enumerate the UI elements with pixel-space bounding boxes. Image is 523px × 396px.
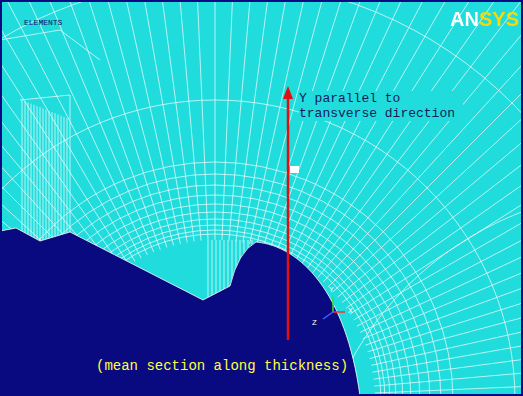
mesh-line: [49, 111, 50, 240]
mesh-line: [328, 2, 521, 287]
mesh-line: [373, 261, 521, 372]
mesh-line: [375, 365, 521, 393]
triad-x: [333, 311, 345, 313]
mesh-line: [2, 2, 141, 258]
mesh-line: [34, 105, 35, 240]
mesh-line: [2, 2, 167, 247]
mesh-line: [250, 2, 389, 244]
mesh-line: [76, 2, 187, 242]
mesh-ring: [2, 174, 441, 394]
triad-z: [323, 312, 333, 319]
mesh-line: [312, 2, 521, 273]
mesh-line: [42, 2, 181, 244]
mesh-line: [208, 240, 209, 300]
mesh-line: [2, 2, 147, 255]
mesh-line: [2, 2, 129, 265]
mesh-line: [31, 104, 32, 240]
mesh-line: [256, 2, 422, 245]
mesh-line: [289, 2, 521, 258]
mesh-line: [8, 2, 174, 245]
mesh-line: [283, 2, 521, 255]
triad-y: [332, 297, 334, 312]
mesh-line: [374, 330, 521, 386]
mesh-line: [368, 159, 521, 351]
mesh-ring: [2, 100, 515, 394]
axis-label: Y: [329, 285, 334, 294]
mesh-line: [37, 106, 38, 240]
mesh-line: [2, 2, 135, 261]
mesh-line: [307, 2, 521, 269]
mesh-line: [2, 2, 154, 252]
mesh-line: [301, 2, 521, 265]
axis-label: Z: [312, 318, 317, 327]
mesh-line: [58, 114, 59, 240]
mesh-line: [55, 113, 56, 240]
logo: ANSYS: [450, 8, 519, 31]
annotation: Y parallel to transverse direction: [299, 91, 463, 121]
mesh-line: [363, 94, 521, 339]
direction-arrow: [287, 98, 290, 340]
mesh-line: [342, 2, 521, 303]
selected-element: [290, 166, 299, 173]
mesh-line: [354, 2, 521, 320]
mesh-line: [61, 116, 62, 240]
mesh-line: [2, 2, 160, 250]
part-edge: [2, 30, 100, 232]
mesh-line: [333, 2, 521, 292]
section-note: (mean section along thickness): [96, 358, 348, 374]
mesh-line: [28, 102, 29, 240]
mesh-line: [64, 117, 65, 240]
mesh-line: [67, 118, 68, 240]
mesh-line: [25, 101, 26, 240]
mesh-line: [357, 31, 521, 327]
mesh-line: [350, 2, 521, 314]
hole-region: [2, 228, 360, 394]
mesh-line: [295, 2, 521, 261]
mesh-line: [40, 107, 41, 240]
mesh-line: [243, 2, 354, 242]
mesh-line: [338, 2, 521, 297]
view-label: ELEMENTS: [24, 18, 62, 27]
mesh-line: [365, 126, 521, 345]
mesh-line: [145, 2, 201, 241]
mesh-line: [212, 240, 213, 300]
mesh-line: [52, 112, 53, 240]
mesh-line: [318, 2, 521, 277]
mesh-line: [370, 193, 521, 359]
mesh-line: [276, 2, 521, 252]
mesh-line: [43, 108, 44, 240]
arrow-head: [283, 86, 293, 99]
axis-label: X: [348, 306, 353, 315]
mesh-line: [374, 296, 521, 380]
mesh-line: [216, 240, 217, 300]
mesh-line: [46, 110, 47, 240]
mesh-line: [22, 100, 23, 240]
